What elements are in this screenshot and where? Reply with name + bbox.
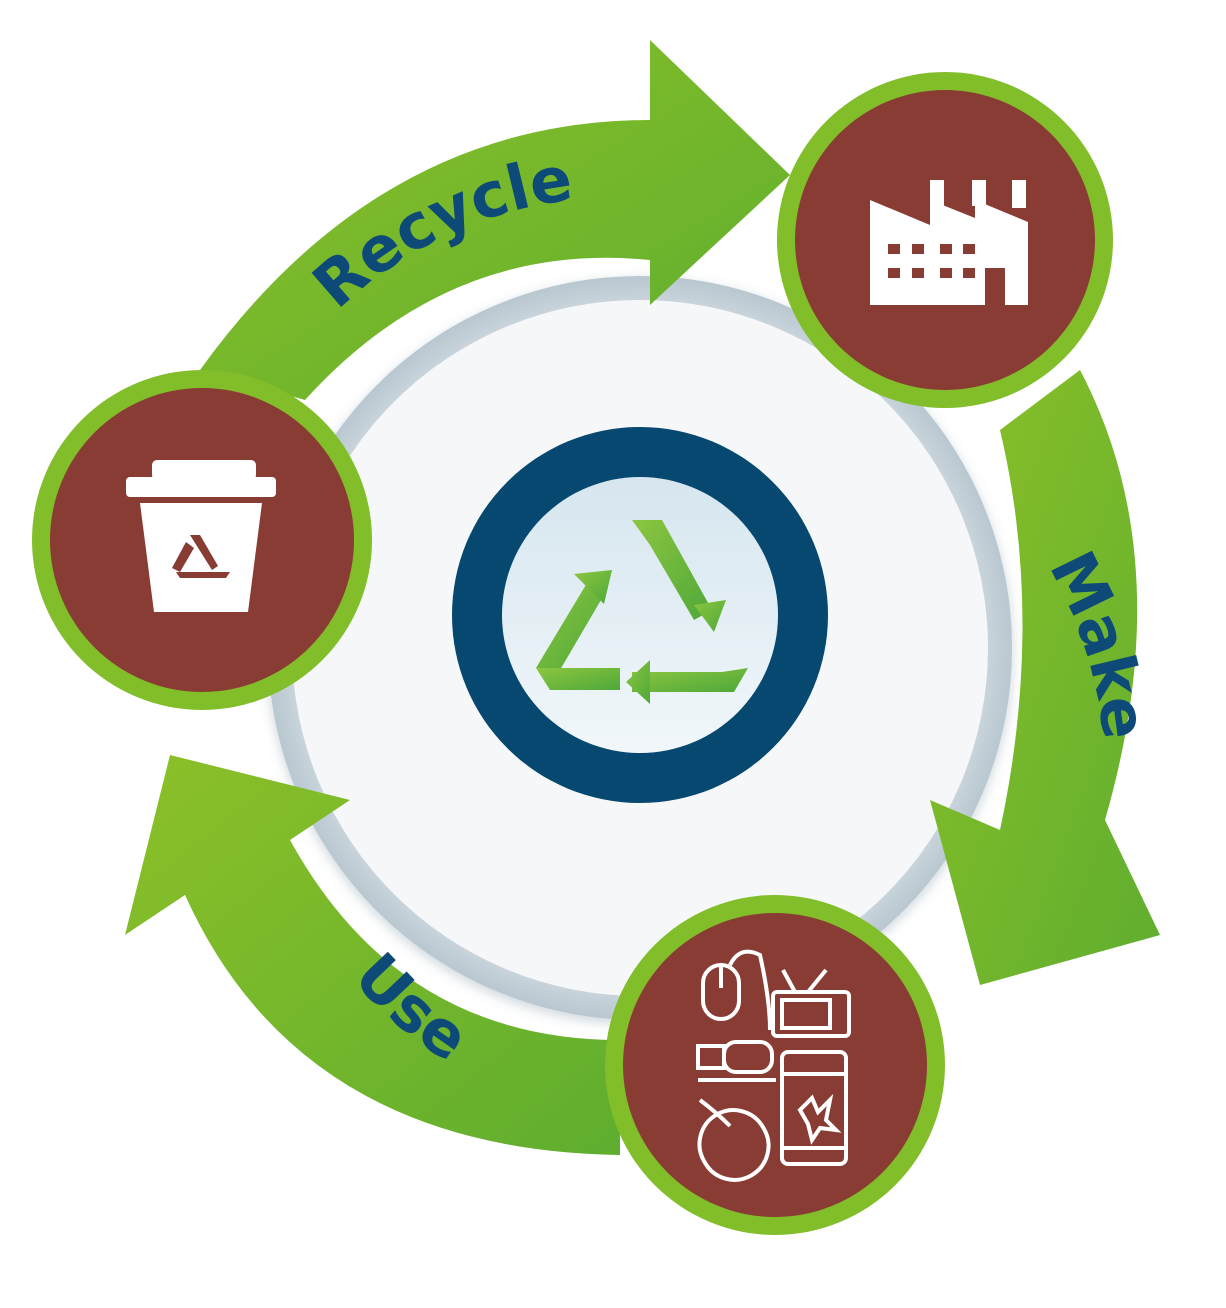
center-medallion (452, 427, 828, 803)
arrow-use-to-recycle (125, 755, 620, 1155)
arrow-make-to-use (930, 370, 1160, 985)
recycle-bin-icon (126, 460, 276, 612)
stage-node-make (777, 72, 1113, 408)
factory-icon (870, 180, 1028, 305)
electronics-icon (696, 949, 851, 1182)
arrow-recycle-to-make (200, 40, 790, 400)
stage-node-recycle (32, 370, 372, 710)
stage-node-use (605, 895, 945, 1235)
recycle-triangle-icon (536, 520, 748, 704)
